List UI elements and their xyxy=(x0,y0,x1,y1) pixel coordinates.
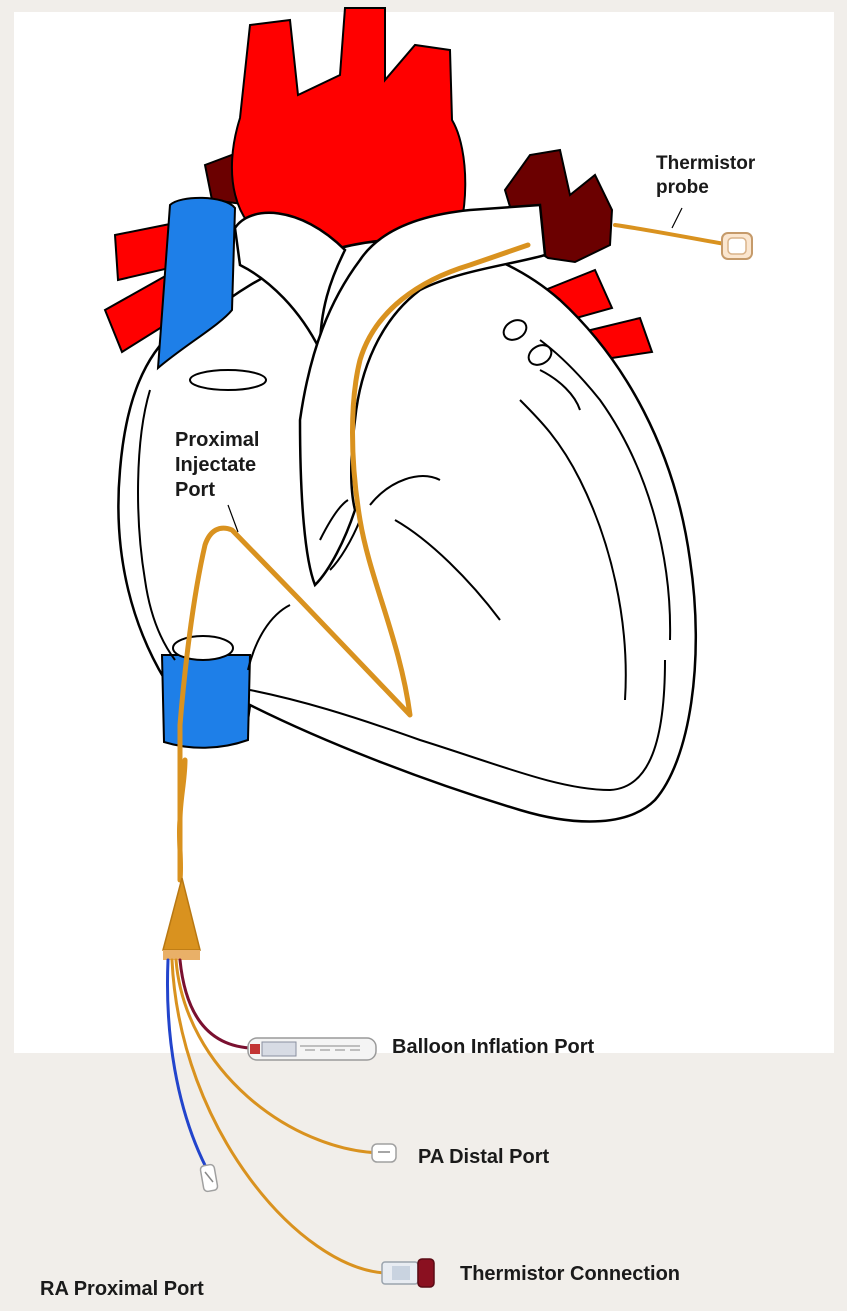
proximal-injectate-label-line3: Port xyxy=(175,478,259,503)
thermistor-probe-label-line2: probe xyxy=(656,176,755,200)
catheter-hub xyxy=(163,878,200,950)
thermistor-probe-tip xyxy=(722,233,752,259)
ra-proximal-port-label: RA Proximal Port xyxy=(40,1277,204,1302)
inferior-vena-cava xyxy=(162,655,250,748)
thermistor-connection-plug-icon xyxy=(382,1259,434,1287)
pa-distal-connector-icon xyxy=(372,1144,396,1162)
thermistor-probe-label: Thermistor probe xyxy=(656,152,755,200)
lumen-lines xyxy=(167,960,385,1273)
ra-proximal-connector-icon xyxy=(200,1164,218,1192)
syringe-icon xyxy=(248,1038,376,1060)
balloon-inflation-port-label: Balloon Inflation Port xyxy=(392,1035,594,1060)
thermistor-connection-label: Thermistor Connection xyxy=(460,1262,680,1287)
thermistor-probe-label-line1: Thermistor xyxy=(656,152,755,176)
proximal-injectate-label-line1: Proximal xyxy=(175,428,259,453)
proximal-injectate-port-label: Proximal Injectate Port xyxy=(175,428,259,503)
pa-distal-port-label: PA Distal Port xyxy=(418,1145,549,1170)
catheter-hub-base xyxy=(163,950,200,960)
proximal-injectate-label-line2: Injectate xyxy=(175,453,259,478)
